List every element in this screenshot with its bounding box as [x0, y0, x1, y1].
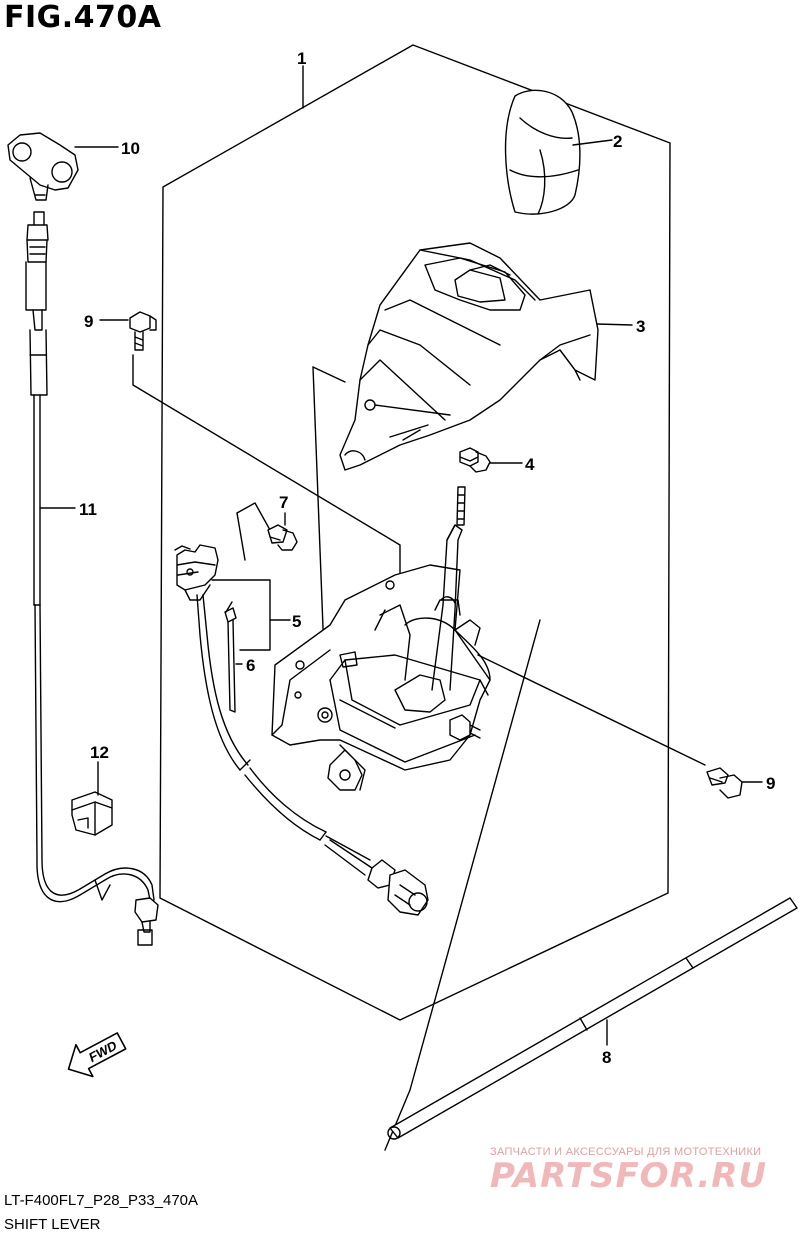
figure-code: LT-F400FL7_P28_P33_470A	[4, 1192, 199, 1209]
bolt-9-left-drawing	[129, 311, 157, 351]
leader-5	[211, 579, 271, 651]
neutral-switch-cable-drawing	[7, 132, 159, 946]
clamp-12-drawing	[71, 791, 113, 836]
callout-9-right: 9	[766, 774, 775, 793]
guide-line-7b	[236, 512, 246, 561]
figure-caption: SHIFT LEVER	[4, 1216, 101, 1233]
callout-6: 6	[246, 656, 255, 675]
fwd-arrow: FWD	[67, 1032, 127, 1078]
shift-knob-drawing	[504, 89, 581, 215]
guide-line-bolt9-left	[132, 354, 401, 581]
guide-line-bolt9-right	[477, 654, 706, 766]
shift-lever-assembly-drawing	[271, 486, 491, 791]
callout-12: 12	[90, 743, 109, 762]
bolt-9-right-drawing	[706, 767, 743, 799]
bolt-4-drawing	[459, 447, 491, 473]
guide-line-cover	[312, 366, 346, 383]
leader-2	[572, 139, 613, 146]
rod-8-drawing	[387, 897, 798, 1140]
callout-3: 3	[636, 317, 645, 336]
switch-5-drawing	[174, 544, 429, 916]
watermark-subtitle: ЗАПЧАСТИ И АКСЕССУАРЫ ДЛЯ МОТОТЕХНИКИ	[490, 1146, 762, 1158]
callout-4: 4	[525, 455, 535, 474]
assembly-frame	[159, 44, 671, 1021]
lever-cover-drawing	[339, 242, 599, 471]
callout-7: 7	[279, 493, 288, 512]
watermark-logo: PARTSFOR.RU	[490, 1156, 768, 1196]
callout-2: 2	[613, 132, 622, 151]
leader-3	[596, 323, 633, 326]
callout-5: 5	[292, 612, 301, 631]
callout-10: 10	[121, 139, 140, 158]
guide-line-cover-2	[312, 366, 326, 681]
guide-line-7	[236, 502, 271, 531]
callout-8: 8	[602, 1048, 611, 1067]
screw-7-drawing	[267, 524, 298, 551]
cable-tie-6-drawing	[224, 601, 237, 713]
guide-line-cover-3	[389, 424, 429, 438]
figure-title: FIG.470A	[4, 0, 162, 35]
callout-11: 11	[79, 500, 97, 519]
callout-9-left: 9	[84, 312, 93, 331]
callout-1: 1	[297, 49, 306, 68]
